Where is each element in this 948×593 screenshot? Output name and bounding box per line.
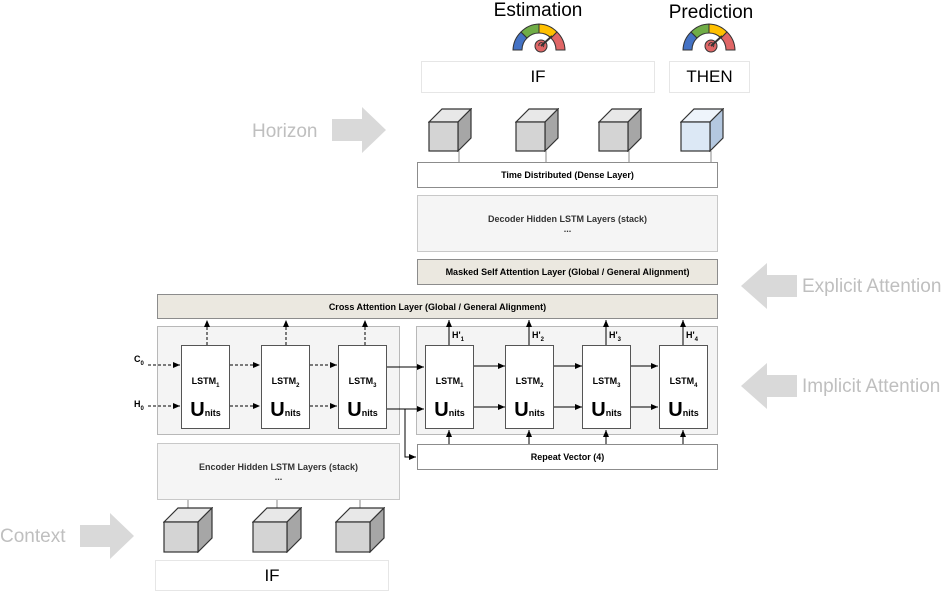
encoder-hidden-label: Encoder Hidden LSTM Layers (stack) <box>198 461 359 472</box>
encoder-lstm-unit: LSTM1 Units <box>181 345 230 429</box>
estimation-gauge-icon <box>512 23 566 53</box>
if-output-box: IF <box>421 61 655 93</box>
explicit-attention-label: Explicit Attention <box>802 276 942 297</box>
encoder-lstm-unit: LSTM2 Units <box>261 345 310 429</box>
decoder-hidden-layers: Decoder Hidden LSTM Layers (stack) ... <box>417 195 718 252</box>
decoder-lstm-unit: LSTM1 Units <box>425 345 474 429</box>
estimation-heading: Estimation <box>493 0 583 21</box>
h0-label: H0 <box>134 399 144 412</box>
horizon-cube-icon <box>515 108 559 152</box>
decoder-lstm-unit: LSTM4 Units <box>659 345 708 429</box>
repeat-vector-layer: Repeat Vector (4) <box>417 444 718 470</box>
c0-label: C0 <box>134 354 144 367</box>
decoder-hidden-state-label: H'4 <box>686 330 698 343</box>
prediction-heading: Prediction <box>668 2 754 23</box>
then-output-box: THEN <box>669 61 750 93</box>
horizon-label: Horizon <box>252 121 318 142</box>
explicit-attention-block-arrow-icon <box>741 263 797 309</box>
prediction-gauge-icon <box>682 23 736 53</box>
if-input-box: IF <box>155 560 389 591</box>
horizon-cube-icon <box>598 108 642 152</box>
encoder-lstm-unit: LSTM3 Units <box>338 345 387 429</box>
masked-self-attention-layer: Masked Self Attention Layer (Global / Ge… <box>417 259 718 285</box>
horizon-cube-blue-icon <box>680 108 724 152</box>
encoder-hidden-ellipsis: ... <box>274 471 283 482</box>
context-label: Context <box>0 526 66 547</box>
context-cube-icon <box>163 507 213 553</box>
decoder-lstm-unit: LSTM2 Units <box>505 345 554 429</box>
decoder-hidden-ellipsis: ... <box>563 223 572 234</box>
implicit-attention-label: Implicit Attention <box>802 376 941 397</box>
decoder-hidden-state-label: H'3 <box>609 330 621 343</box>
cross-attention-layer: Cross Attention Layer (Global / General … <box>157 294 718 319</box>
context-block-arrow-icon <box>80 513 134 559</box>
encoder-hidden-layers: Encoder Hidden LSTM Layers (stack) ... <box>157 443 400 500</box>
context-cube-icon <box>335 507 385 553</box>
horizon-cube-icon <box>428 108 472 152</box>
decoder-hidden-label: Decoder Hidden LSTM Layers (stack) <box>487 213 648 224</box>
horizon-block-arrow-icon <box>332 107 386 153</box>
implicit-attention-block-arrow-icon <box>741 363 797 409</box>
decoder-hidden-state-label: H'1 <box>452 330 464 343</box>
decoder-hidden-state-label: H'2 <box>532 330 544 343</box>
decoder-lstm-unit: LSTM3 Units <box>582 345 631 429</box>
context-cube-icon <box>252 507 302 553</box>
time-distributed-layer: Time Distributed (Dense Layer) <box>417 162 718 188</box>
